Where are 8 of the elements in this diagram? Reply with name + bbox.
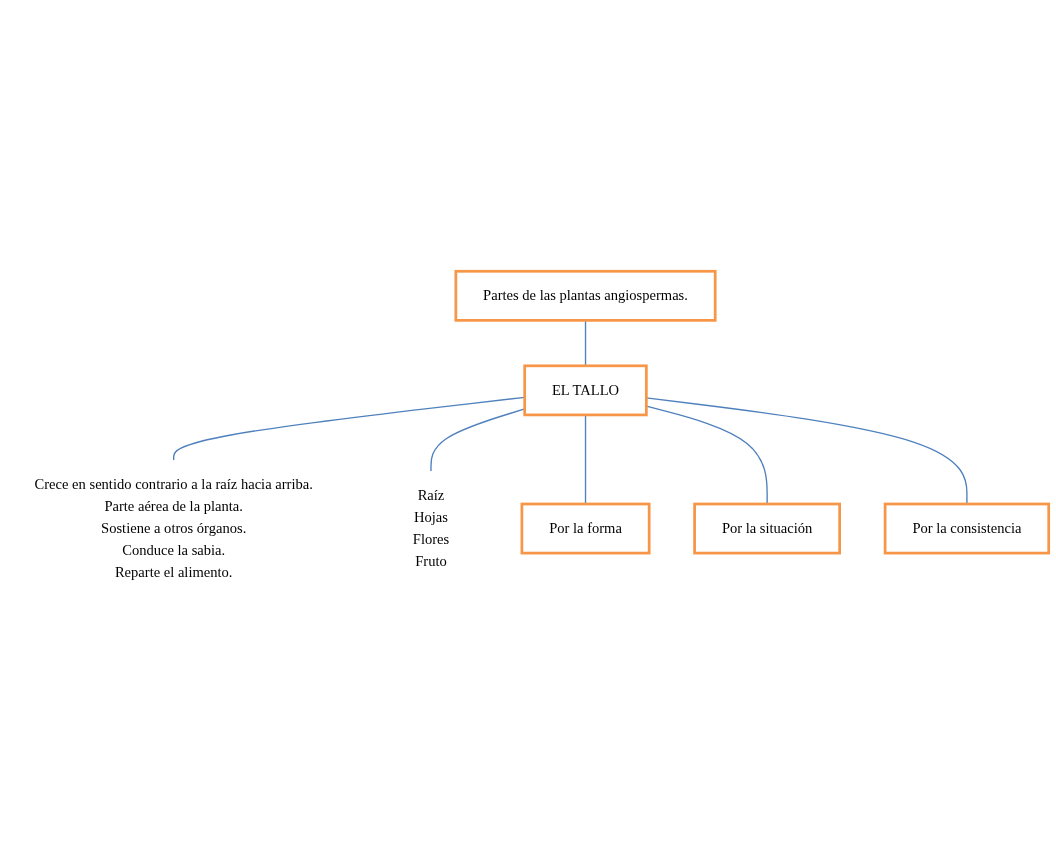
connector (584, 319, 587, 366)
node-box: EL TALLO (523, 363, 648, 416)
node-box: Partes de las plantas angiospermas. (454, 269, 717, 322)
node-text: Crece en sentido contrario a la raíz hacia arriba. Parte aérea de la planta. Sostiene a otros órganos. Conduce la sabia. Reparte el alimento. (34, 476, 313, 579)
node-box: Por la consistencia (883, 502, 1051, 554)
node-text: Raíz Hojas Flores Fruto (412, 487, 450, 569)
node-box: Por la forma (520, 502, 651, 554)
node-box: Por la situación (693, 502, 841, 554)
